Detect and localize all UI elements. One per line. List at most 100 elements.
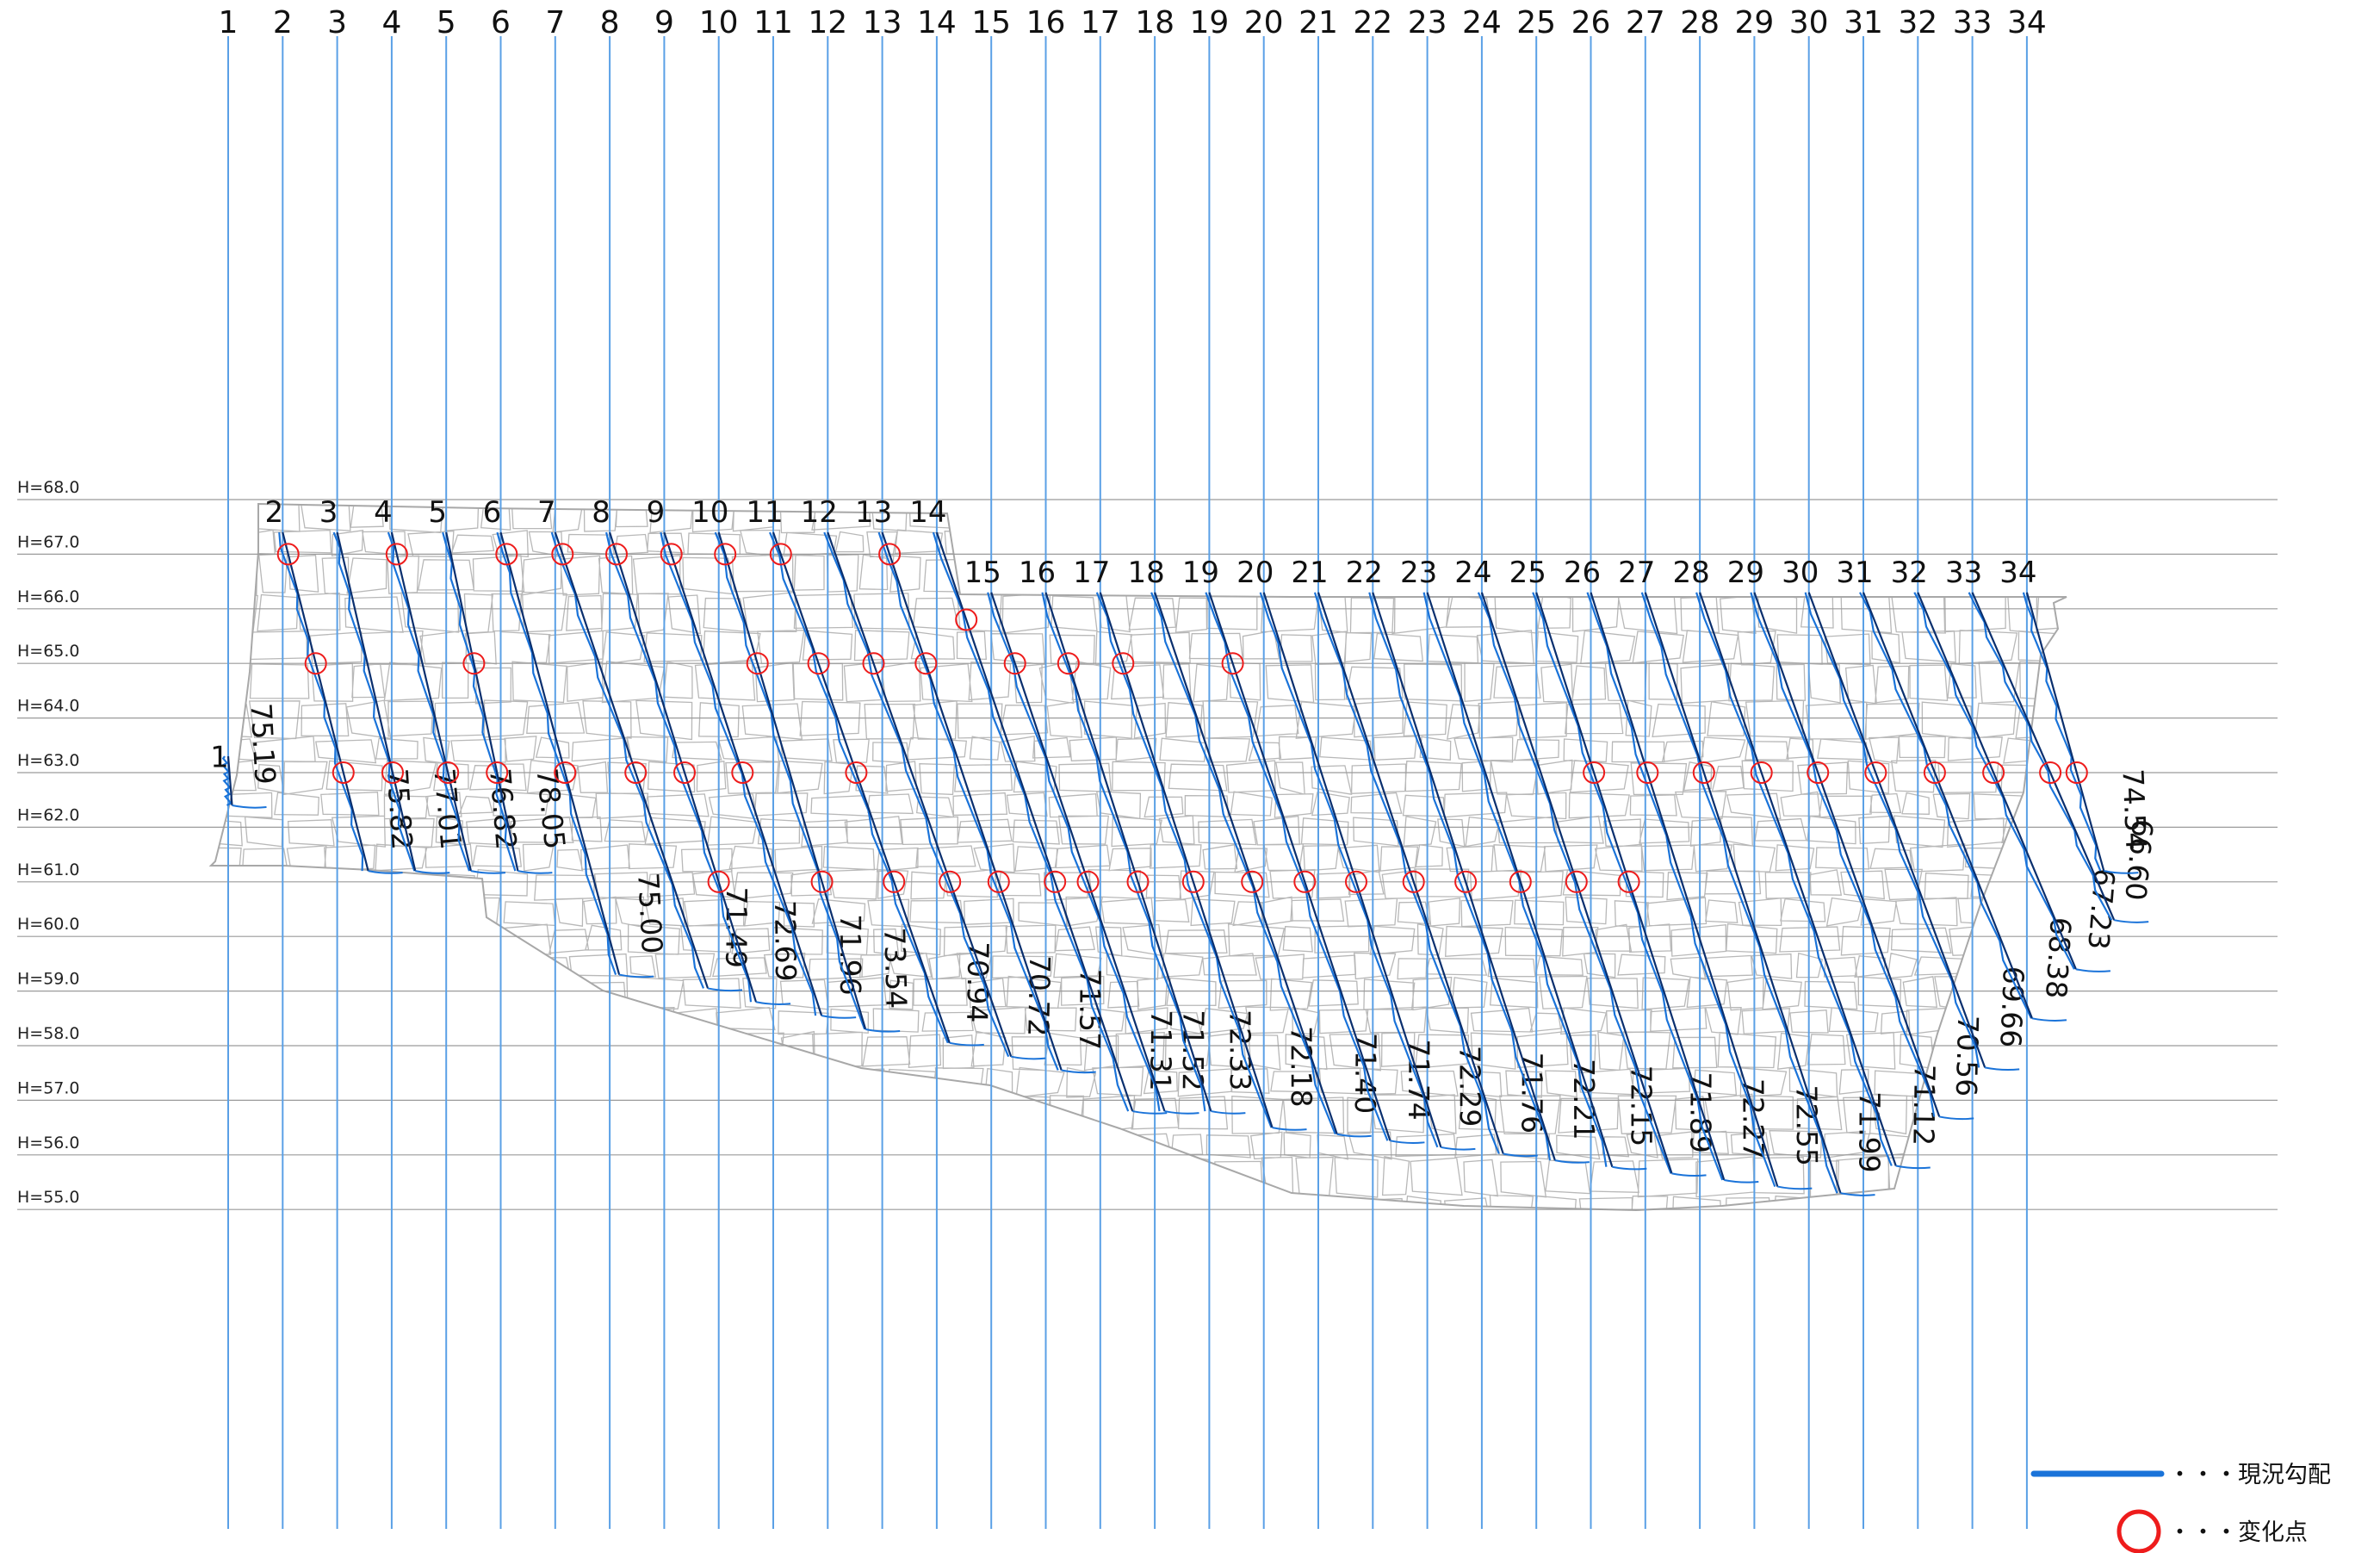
fitted-gradient-line <box>1044 592 1212 1112</box>
change-point-marker <box>1807 761 1830 784</box>
column-number: 18 <box>1135 5 1175 40</box>
change-point-marker <box>1402 870 1425 893</box>
change-point-marker <box>1293 870 1317 893</box>
current-gradient-line <box>442 531 517 872</box>
fitted-gradient-line <box>445 531 519 872</box>
gradient-foot <box>2104 870 2139 874</box>
fitted-gradient-line <box>1480 592 1673 1174</box>
column-number: 17 <box>1081 5 1120 40</box>
gradient-foot <box>1503 1152 1538 1158</box>
legend-change-label: ・・・変化点 <box>2168 1519 2308 1546</box>
change-point-marker <box>845 761 868 784</box>
elevation-label: H=64.0 <box>17 697 80 716</box>
profile-number: 22 <box>1346 556 1383 590</box>
gradient-foot <box>865 1028 901 1033</box>
profile-number: 23 <box>1400 556 1437 590</box>
current-gradient-line <box>1259 592 1439 1148</box>
elevation-label: H=58.0 <box>17 1024 80 1043</box>
gradient-angle-label: 71.31 <box>1144 1009 1178 1091</box>
fitted-gradient-line <box>499 531 621 975</box>
profile-number: 33 <box>1945 556 1982 590</box>
gradient-foot <box>1724 1178 1759 1183</box>
fitted-gradient-line <box>990 592 1166 1112</box>
change-point-marker <box>746 652 769 675</box>
current-gradient-line <box>1913 592 2075 970</box>
change-point-marker <box>1454 870 1478 893</box>
current-gradient-line <box>550 531 705 989</box>
profile-number: 13 <box>855 495 892 530</box>
column-number: 22 <box>1353 5 1392 40</box>
gradient-foot <box>1336 1133 1372 1138</box>
fitted-gradient-line <box>554 531 710 989</box>
profile-number: 4 <box>374 495 393 530</box>
change-point-marker <box>462 652 486 675</box>
elevation-label: H=55.0 <box>17 1188 80 1207</box>
change-point-marker <box>1617 870 1640 893</box>
column-lines <box>227 36 2028 1529</box>
change-point-marker <box>731 761 754 784</box>
column-number: 16 <box>1026 5 1066 40</box>
fitted-gradient-line <box>1807 592 1986 1068</box>
gradient-foot <box>2114 919 2149 923</box>
fitted-gradient-line <box>2025 592 2105 872</box>
change-point-marker <box>714 543 737 566</box>
column-number: 14 <box>917 5 957 40</box>
profile-number: 31 <box>1836 556 1873 590</box>
elevation-label: H=63.0 <box>17 751 80 770</box>
profile-number: 8 <box>592 495 610 530</box>
gradient-foot <box>1061 1069 1096 1074</box>
current-gradient-line <box>496 531 617 975</box>
profile-number: 32 <box>1891 556 1928 590</box>
elevation-label: H=56.0 <box>17 1134 80 1152</box>
gradient-angle-label: 67.23 <box>2081 867 2122 951</box>
gradient-foot <box>1777 1185 1813 1190</box>
fitted-gradient-line <box>282 531 369 872</box>
change-point-marker <box>1565 870 1588 893</box>
fitted-gradient-line <box>1862 592 2034 1019</box>
gradient-foot <box>1132 1110 1168 1115</box>
fitted-gradient-line <box>1644 592 1842 1194</box>
current-gradient-line <box>387 531 471 872</box>
gradient-foot <box>1390 1140 1425 1144</box>
fitted-gradient-line <box>1699 592 1897 1166</box>
profile-number: 25 <box>1509 556 1546 590</box>
current-gradient-line <box>332 531 416 872</box>
change-point-marker <box>1057 652 1080 675</box>
current-gradient-line <box>2022 592 2102 872</box>
change-point-marker <box>554 761 577 784</box>
profile-7: 771.49 <box>537 495 753 992</box>
gradient-foot <box>1164 1110 1199 1115</box>
fitted-gradient-line <box>1262 592 1442 1148</box>
gradient-foot <box>1612 1165 1647 1171</box>
gradient-foot <box>618 973 654 978</box>
column-number: 2 <box>273 5 293 40</box>
current-gradient-line <box>605 531 753 1003</box>
change-point-marker <box>2065 761 2088 784</box>
column-number: 5 <box>437 5 456 40</box>
fitted-gradient-line <box>609 531 758 1003</box>
current-gradient-line <box>1532 592 1724 1181</box>
legend: ・・・現況勾配 ・・・変化点 <box>2030 1462 2331 1553</box>
current-gradient-line <box>932 531 1130 1112</box>
change-point-marker <box>276 543 300 566</box>
profile-9: 971.96 <box>647 495 867 1019</box>
gradient-foot <box>707 987 743 992</box>
gradient-foot <box>368 870 403 874</box>
gradient-angle-label: 71.76 <box>1515 1052 1548 1134</box>
column-number: 20 <box>1244 5 1284 40</box>
column-number: 30 <box>1789 5 1829 40</box>
change-point-marker <box>1241 870 1264 893</box>
change-point-marker <box>624 761 648 784</box>
fitted-gradient-line <box>772 531 951 1044</box>
change-point-marker <box>810 870 834 893</box>
profile-number: 26 <box>1564 556 1601 590</box>
change-point-marker <box>437 761 460 784</box>
gradient-foot <box>1554 1159 1590 1164</box>
